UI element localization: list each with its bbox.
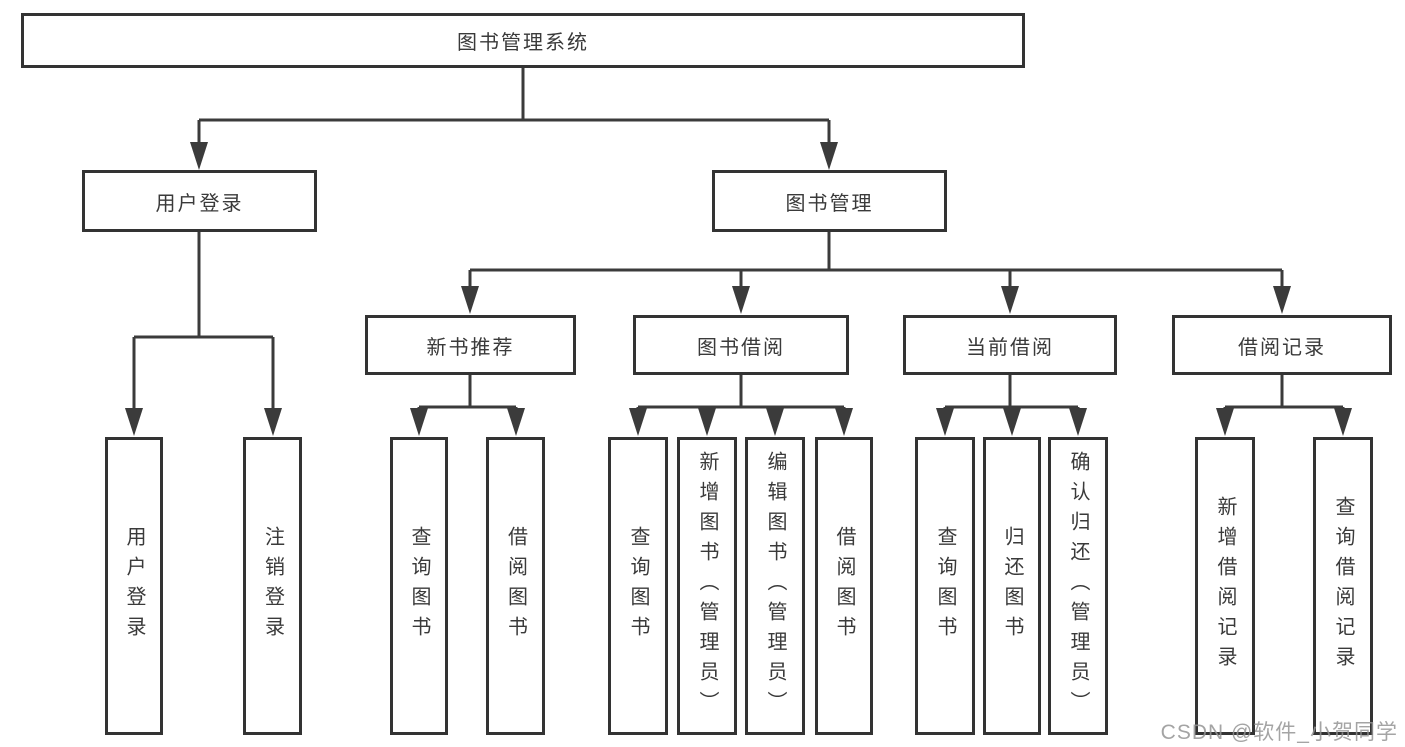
node-borrowing-records: 借阅记录 (1172, 315, 1392, 375)
arrowhead-icon (507, 408, 525, 436)
arrowhead-icon (1003, 408, 1021, 436)
node-label: 查询图书 (934, 526, 956, 646)
arrowhead-icon (264, 408, 282, 436)
node-new-book-recommendation: 新书推荐 (365, 315, 576, 375)
node-current-borrowing: 当前借阅 (903, 315, 1117, 375)
arrowhead-icon (820, 142, 838, 170)
node-label: 图书管理 (785, 192, 874, 215)
node-label: 借阅图书 (504, 526, 527, 646)
node-add-borrow-record: 新增借阅记录 (1195, 437, 1255, 735)
node-logout: 注销登录 (243, 437, 302, 735)
arrowhead-icon (698, 408, 716, 436)
node-edit-books-admin: 编辑图书（管理员） (745, 437, 805, 735)
node-return-books: 归还图书 (983, 437, 1041, 735)
node-borrow-books-leaf: 借阅图书 (815, 437, 873, 735)
node-label: 当前借阅 (966, 336, 1054, 359)
node-label: 新增图书（管理员） (696, 451, 718, 721)
node-label: 查询图书 (408, 526, 430, 646)
node-query-books-current: 查询图书 (915, 437, 975, 735)
node-confirm-return-admin: 确认归还（管理员） (1048, 437, 1108, 735)
arrowhead-icon (1216, 408, 1234, 436)
arrowhead-icon (410, 408, 428, 436)
node-query-books-borrow: 查询图书 (608, 437, 668, 735)
node-label: 借阅图书 (833, 526, 855, 646)
node-query-books-recommend: 查询图书 (390, 437, 448, 735)
arrowhead-icon (461, 286, 479, 314)
node-label: 借阅记录 (1238, 336, 1326, 359)
arrowhead-icon (125, 408, 143, 436)
arrowhead-icon (766, 408, 784, 436)
node-borrow-books-recommend: 借阅图书 (486, 437, 545, 735)
arrowhead-icon (1069, 408, 1087, 436)
arrowhead-icon (936, 408, 954, 436)
node-label: 归还图书 (1001, 526, 1023, 646)
node-label: 查询图书 (627, 526, 649, 646)
arrowhead-icon (1001, 286, 1019, 314)
node-label: 用户登录 (155, 192, 244, 215)
node-add-books-admin: 新增图书（管理员） (677, 437, 737, 735)
watermark: CSDN @软件_小贺同学 (1160, 721, 1398, 744)
arrowhead-icon (835, 408, 853, 436)
arrowhead-icon (1273, 286, 1291, 314)
node-book-management: 图书管理 (712, 170, 947, 232)
node-library-management-system: 图书管理系统 (21, 13, 1025, 68)
node-label: 注销登录 (261, 526, 284, 646)
node-label: 查询借阅记录 (1332, 496, 1354, 676)
arrowhead-icon (1334, 408, 1352, 436)
arrowhead-icon (629, 408, 647, 436)
node-label: 确认归还（管理员） (1067, 451, 1089, 721)
node-label: 新书推荐 (426, 336, 515, 359)
node-label: 图书管理系统 (457, 32, 589, 54)
node-query-borrow-record: 查询借阅记录 (1313, 437, 1373, 735)
arrowheads (125, 142, 1352, 436)
node-user-login-leaf: 用户登录 (105, 437, 163, 735)
node-book-borrowing: 图书借阅 (633, 315, 849, 375)
node-label: 编辑图书（管理员） (764, 451, 786, 721)
arrowhead-icon (732, 286, 750, 314)
node-label: 新增借阅记录 (1214, 496, 1236, 676)
node-label: 图书借阅 (697, 336, 785, 359)
node-label: 用户登录 (123, 526, 145, 646)
arrowhead-icon (190, 142, 208, 170)
node-user-login: 用户登录 (82, 170, 317, 232)
